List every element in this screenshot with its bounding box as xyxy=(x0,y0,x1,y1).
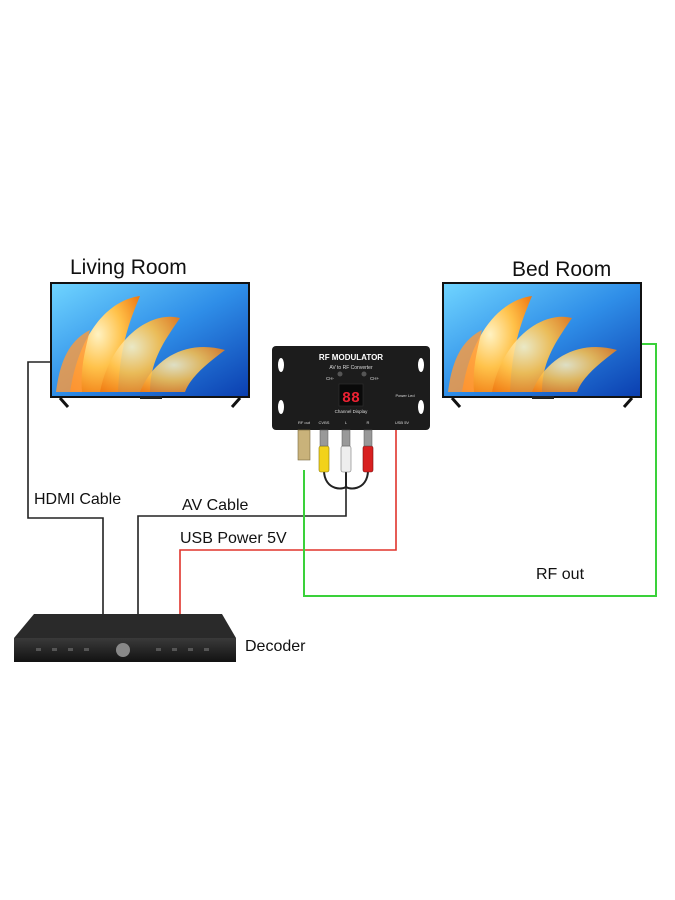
l-port xyxy=(341,429,351,447)
av-wire xyxy=(137,486,347,614)
ch-plus-label: CH+ xyxy=(370,376,379,381)
tv-wallpaper-flower xyxy=(56,296,225,392)
decoder-label: Decoder xyxy=(245,638,306,655)
tv-wallpaper-flower xyxy=(448,296,617,392)
av-cable-label: AV Cable xyxy=(182,497,249,514)
living-room-label: Living Room xyxy=(70,256,187,279)
decoder-front-leds xyxy=(36,648,209,651)
usb-power-label: USB Power 5V xyxy=(180,530,287,547)
mount-hole xyxy=(278,358,284,372)
r-port xyxy=(363,429,373,447)
power-led-label: Power Led xyxy=(395,393,414,398)
modulator-title: RF MODULATOR xyxy=(319,353,383,362)
port-usb-label: USB 5V xyxy=(395,420,410,425)
port-r-label: R xyxy=(367,420,370,425)
channel-display xyxy=(338,383,364,407)
ch-plus-button[interactable] xyxy=(361,371,367,377)
mount-hole xyxy=(418,400,424,414)
channel-digits: 88 xyxy=(342,390,360,407)
port-rf-out-label: RF out xyxy=(298,420,311,425)
port-cvbs-label: CVBS xyxy=(319,420,330,425)
hdmi-wire xyxy=(27,361,104,614)
ch-minus-label: CH- xyxy=(326,376,334,381)
modulator-subtitle: AV to RF Converter xyxy=(329,365,373,371)
rca-plug-red xyxy=(362,445,374,473)
living-room-tv xyxy=(50,282,250,408)
usb-power-wire xyxy=(179,428,397,614)
ch-minus-button[interactable] xyxy=(337,371,343,377)
bed-room-tv xyxy=(442,282,642,408)
channel-display-label: Channel Display xyxy=(335,409,369,414)
rca-cables xyxy=(318,445,374,490)
rf-out-port xyxy=(297,429,311,461)
rf-modulator: RF MODULATOR AV to RF Converter CH- CH+ … xyxy=(272,346,430,461)
cvbs-port xyxy=(319,429,329,447)
mount-hole xyxy=(278,400,284,414)
rca-plug-yellow xyxy=(318,445,330,473)
decoder-logo xyxy=(116,643,130,657)
rca-plug-white xyxy=(340,445,352,473)
rf-out-wire xyxy=(303,343,657,597)
decoder-device xyxy=(14,614,236,662)
port-l-label: L xyxy=(345,420,348,425)
hdmi-cable-label: HDMI Cable xyxy=(34,491,122,508)
bed-room-label: Bed Room xyxy=(512,258,612,281)
rf-out-label: RF out xyxy=(536,566,585,583)
mount-hole xyxy=(418,358,424,372)
